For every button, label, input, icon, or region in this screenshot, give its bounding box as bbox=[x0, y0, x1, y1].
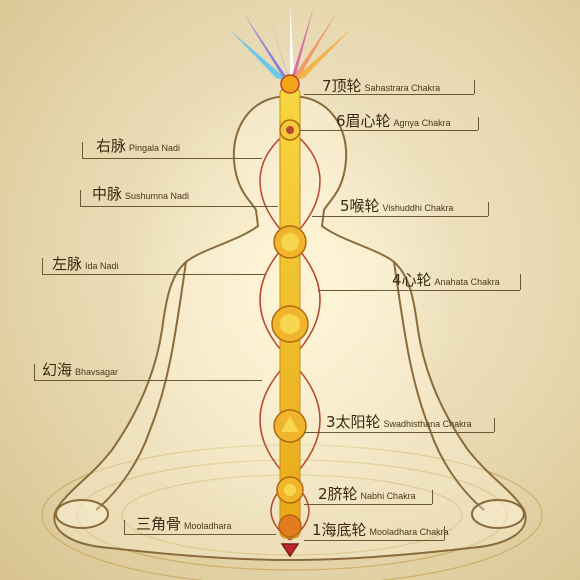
label-pingala-zh: 右脉 bbox=[96, 137, 127, 155]
leader-brow-tick bbox=[478, 117, 479, 130]
leader-sushumna bbox=[80, 206, 278, 207]
label-sushumna-zh: 中脉 bbox=[92, 185, 123, 203]
label-solar-en: Swadhisthana Chakra bbox=[383, 419, 472, 429]
label-navel-zh: 2脐轮 bbox=[318, 485, 358, 503]
leader-brow bbox=[300, 130, 478, 131]
label-ida-en: Ida Nadi bbox=[85, 261, 119, 271]
label-mooladhara-zh: 三角骨 bbox=[136, 515, 182, 533]
leader-root-tick bbox=[444, 526, 445, 540]
leader-bhavsagar-tick bbox=[34, 364, 35, 380]
label-bhavsagar-zh: 幻海 bbox=[42, 361, 73, 379]
label-bhavsagar-en: Bhavsagar bbox=[75, 367, 119, 377]
label-brow-en: Agnya Chakra bbox=[393, 118, 451, 128]
leader-heart bbox=[318, 290, 520, 291]
label-crown-zh: 7顶轮 bbox=[322, 77, 362, 95]
label-mooladhara-en: Mooladhara bbox=[184, 521, 232, 531]
leader-root bbox=[304, 540, 444, 541]
label-ida-zh: 左脉 bbox=[52, 255, 83, 273]
leader-solar-tick bbox=[494, 418, 495, 432]
label-navel-en: Nabhi Chakra bbox=[360, 491, 416, 501]
leader-ida-tick bbox=[42, 258, 43, 274]
leader-mooladhara-tick bbox=[124, 520, 125, 534]
leader-pingala-tick bbox=[82, 142, 83, 158]
label-throat-en: Vishuddhi Chakra bbox=[382, 203, 454, 213]
leader-pingala bbox=[82, 158, 262, 159]
label-heart-zh: 4心轮 bbox=[392, 271, 432, 289]
leader-throat-tick bbox=[488, 202, 489, 216]
chakra-icons bbox=[271, 119, 309, 558]
leader-solar bbox=[304, 432, 494, 433]
label-brow-zh: 6眉心轮 bbox=[336, 112, 391, 130]
label-crown-en: Sahastrara Chakra bbox=[364, 83, 441, 93]
leader-navel bbox=[304, 504, 432, 505]
leader-mooladhara bbox=[124, 534, 276, 535]
leader-bhavsagar bbox=[34, 380, 262, 381]
leader-heart-tick bbox=[520, 274, 521, 290]
label-root-en: Mooladhara Chakra bbox=[369, 527, 449, 537]
label-throat-zh: 5喉轮 bbox=[340, 197, 380, 215]
leader-throat bbox=[312, 216, 488, 217]
label-sushumna-en: Sushumna Nadi bbox=[125, 191, 190, 201]
label-heart-en: Anahata Chakra bbox=[434, 277, 500, 287]
crown-lotus-icon bbox=[230, 2, 350, 94]
label-solar-zh: 3太阳轮 bbox=[326, 413, 381, 431]
leader-sushumna-tick bbox=[80, 190, 81, 206]
leader-navel-tick bbox=[432, 490, 433, 504]
leader-crown bbox=[304, 94, 474, 95]
label-pingala-en: Pingala Nadi bbox=[129, 143, 181, 153]
label-root-zh: 1海底轮 bbox=[312, 521, 367, 539]
leader-crown-tick bbox=[474, 80, 475, 94]
leader-ida bbox=[42, 274, 266, 275]
